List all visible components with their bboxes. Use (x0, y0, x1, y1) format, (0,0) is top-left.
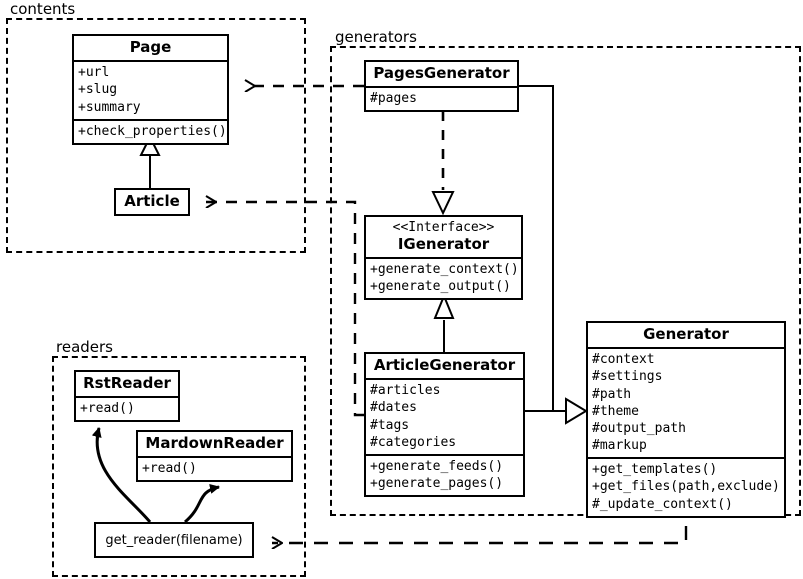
class-article[interactable]: Article (114, 188, 190, 217)
attribute: +summary (78, 99, 141, 115)
class-page-attributes: +url +slug +summary (74, 60, 227, 118)
attribute: #categories (370, 434, 457, 450)
class-igenerator-operations: +generate_context() +generate_output() (366, 256, 521, 298)
attribute: #pages (370, 91, 417, 107)
operation: +read() (142, 461, 197, 477)
class-page[interactable]: Page +url +slug +summary +check_properti… (72, 34, 229, 145)
class-rstreader[interactable]: RstReader +read() (74, 370, 180, 423)
class-page-name: Page (129, 38, 172, 56)
operation: +get_files(path,exclude) (592, 479, 780, 495)
class-articlegenerator-attributes: #articles #dates #tags #categories (366, 378, 523, 454)
class-igenerator-stereotype: <<Interface>> (392, 220, 495, 235)
package-generators-label: generators (333, 28, 419, 46)
operation: +generate_pages() (370, 476, 504, 492)
attribute: #context (592, 352, 655, 368)
package-readers (52, 356, 306, 577)
operation: #_update_context() (592, 496, 733, 512)
operation: +check_properties() (78, 123, 227, 139)
class-igenerator-name: <<Interface>> IGenerator (366, 217, 521, 257)
class-pagesgenerator-name: PagesGenerator (373, 64, 510, 82)
class-mardownreader-name: MardownReader (145, 434, 284, 452)
operation: +read() (80, 401, 135, 417)
package-contents-label: contents (8, 0, 78, 18)
function-get-reader[interactable]: get_reader(filename) (94, 522, 254, 558)
class-pagesgenerator[interactable]: PagesGenerator #pages (364, 60, 519, 113)
class-articlegenerator-operations: +generate_feeds() +generate_pages() (366, 453, 523, 495)
class-generator-name: Generator (643, 325, 729, 343)
attribute: +slug (78, 82, 118, 98)
operation: +get_templates() (592, 462, 718, 478)
attribute: +url (78, 65, 110, 81)
class-page-operations: +check_properties() (74, 118, 227, 143)
attribute: #theme (592, 403, 639, 419)
attribute: #markup (592, 438, 647, 454)
class-article-name: Article (124, 192, 180, 210)
attribute: #settings (592, 369, 663, 385)
class-mardownreader[interactable]: MardownReader +read() (136, 430, 293, 483)
class-igenerator[interactable]: <<Interface>> IGenerator +generate_conte… (364, 215, 523, 301)
class-rstreader-name: RstReader (83, 374, 171, 392)
attribute: #tags (370, 417, 410, 433)
class-generator-attributes: #context #settings #path #theme #output_… (588, 347, 784, 457)
attribute: #output_path (592, 420, 686, 436)
package-contents (6, 18, 306, 253)
attribute: #articles (370, 383, 441, 399)
class-mardownreader-operations: +read() (138, 456, 291, 480)
operation: +generate_context() (370, 261, 519, 277)
class-pagesgenerator-attributes: #pages (366, 86, 517, 110)
class-igenerator-label: IGenerator (397, 234, 490, 253)
class-articlegenerator-name: ArticleGenerator (373, 356, 516, 374)
attribute: #path (592, 386, 632, 402)
class-generator-operations: +get_templates() +get_files(path,exclude… (588, 457, 784, 515)
class-rstreader-operations: +read() (76, 396, 178, 420)
package-readers-label: readers (54, 338, 115, 356)
class-generator[interactable]: Generator #context #settings #path #them… (586, 321, 786, 518)
attribute: #dates (370, 400, 417, 416)
class-articlegenerator[interactable]: ArticleGenerator #articles #dates #tags … (364, 352, 525, 498)
package-generators (330, 46, 801, 516)
operation: +generate_output() (370, 279, 511, 294)
operation: +generate_feeds() (370, 458, 504, 474)
